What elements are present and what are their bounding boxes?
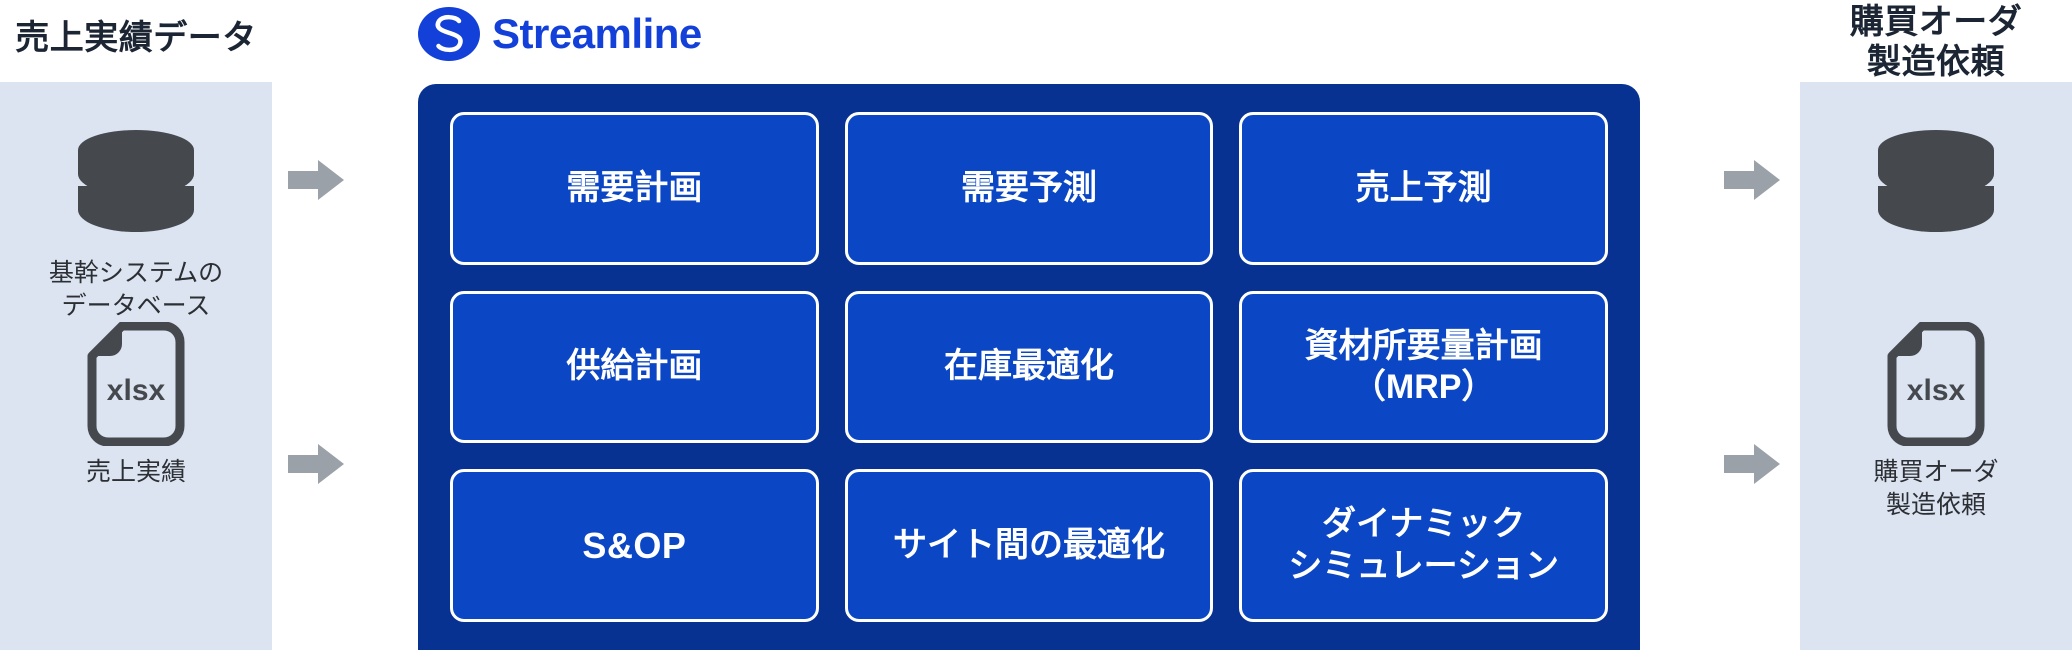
input-asset-file-caption: 売上実績 bbox=[85, 458, 186, 486]
svg-text:xlsx: xlsx bbox=[1907, 374, 1966, 407]
output-column: 購買オーダ 製造依頼 xlsx 購買オーダ 製造依頼 bbox=[1800, 0, 2072, 650]
arrow-right-icon-input-db bbox=[288, 160, 344, 200]
output-panel: xlsx 購買オーダ 製造依頼 bbox=[1800, 82, 2072, 650]
brand-name: Streamline bbox=[492, 10, 702, 57]
module-card-inventory-optimization[interactable]: 在庫最適化 bbox=[844, 290, 1214, 444]
brand-logo: Streamline bbox=[418, 2, 702, 66]
output-asset-database bbox=[1800, 130, 2072, 247]
module-card-dynamic-simulation[interactable]: ダイナミック シミュレーション bbox=[1239, 469, 1608, 622]
output-asset-file-caption: 購買オーダ 製造依頼 bbox=[1873, 458, 1999, 519]
svg-text:xlsx: xlsx bbox=[107, 374, 166, 407]
input-column: 売上実績データ 基幹システムの データベース xlsx 売上実績 bbox=[0, 0, 272, 650]
arrow-right-icon-output-file bbox=[1724, 444, 1780, 484]
output-heading: 購買オーダ 製造依頼 bbox=[1849, 3, 2023, 82]
module-card-mrp[interactable]: 資材所要量計画 （MRP） bbox=[1239, 290, 1608, 444]
module-card-demand-forecast[interactable]: 需要予測 bbox=[844, 112, 1214, 265]
module-card-multisite-optimization[interactable]: サイト間の最適化 bbox=[844, 469, 1214, 622]
arrow-right-icon-output-db bbox=[1724, 160, 1780, 200]
module-card-sales-forecast[interactable]: 売上予測 bbox=[1239, 112, 1608, 265]
module-card-demand-planning[interactable]: 需要計画 bbox=[450, 112, 819, 265]
module-card-sop[interactable]: S&OP bbox=[450, 469, 819, 622]
input-heading: 売上実績データ bbox=[15, 19, 257, 57]
input-asset-file: xlsx 売上実績 bbox=[0, 322, 272, 489]
xlsx-file-icon: xlsx bbox=[87, 322, 185, 446]
database-icon bbox=[1878, 130, 1994, 242]
xlsx-file-icon: xlsx bbox=[1887, 322, 1985, 446]
input-asset-database: 基幹システムの データベース bbox=[0, 130, 272, 322]
output-asset-file: xlsx 購買オーダ 製造依頼 bbox=[1800, 322, 2072, 521]
module-grid: 需要計画 需要予測 売上予測 供給計画 在庫最適化 資材所要量計画 （MRP） … bbox=[450, 112, 1608, 622]
arrow-right-icon-input-file bbox=[288, 444, 344, 484]
database-icon bbox=[78, 130, 194, 242]
input-asset-database-caption: 基幹システムの データベース bbox=[48, 259, 224, 320]
input-panel: 基幹システムの データベース xlsx 売上実績 bbox=[0, 82, 272, 650]
module-card-supply-planning[interactable]: 供給計画 bbox=[450, 290, 819, 444]
platform-panel: 需要計画 需要予測 売上予測 供給計画 在庫最適化 資材所要量計画 （MRP） … bbox=[418, 84, 1640, 650]
streamline-s-mark-icon bbox=[418, 7, 480, 61]
